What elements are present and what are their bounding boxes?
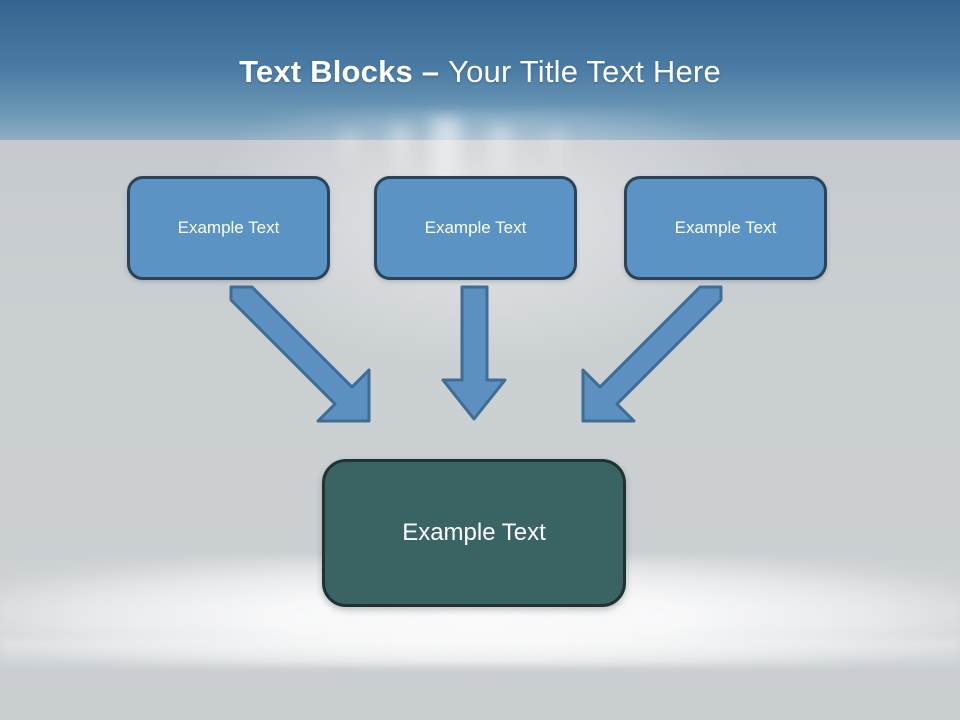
text-block-2-label: Example Text [424, 218, 527, 237]
text-block-1[interactable]: Example Text [127, 176, 330, 280]
result-text-block[interactable]: Example Text [322, 459, 626, 607]
text-block-3[interactable]: Example Text [624, 176, 827, 280]
slide-title-light: Your Title Text Here [448, 54, 721, 89]
background-floor-edge [0, 640, 960, 670]
background-pillar [490, 126, 512, 188]
text-block-1-label: Example Text [177, 218, 280, 237]
slide-title-bold: Text Blocks – [239, 54, 440, 89]
background-pillar [390, 126, 410, 186]
result-text-block-label: Example Text [402, 519, 546, 546]
text-block-2[interactable]: Example Text [374, 176, 577, 280]
background-pillar [548, 130, 566, 178]
text-block-3-label: Example Text [674, 218, 777, 237]
slide-title: Text Blocks – Your Title Text Here [0, 52, 960, 92]
background-pillar [340, 130, 358, 178]
